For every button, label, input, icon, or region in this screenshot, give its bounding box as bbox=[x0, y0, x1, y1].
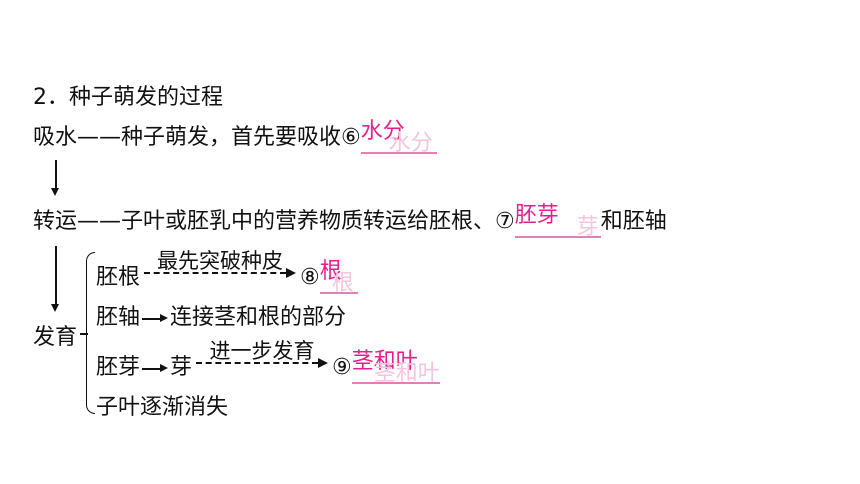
transport-tail: 和胚轴 bbox=[600, 209, 667, 234]
plumule-mid: 芽 bbox=[170, 355, 193, 380]
radicle-arrow-head bbox=[286, 268, 297, 278]
develop-brace-tip bbox=[80, 333, 88, 335]
plumule-num: ⑨ bbox=[332, 355, 352, 380]
absorb-row: 吸水——种子萌发，首先要吸收⑥水分水分 bbox=[33, 119, 437, 156]
hypocotyl-arrow bbox=[142, 311, 169, 325]
radicle-start: 胚根 bbox=[96, 265, 141, 290]
plumule-arrow-1 bbox=[142, 361, 169, 375]
transport-row: 转运——子叶或胚乳中的营养物质转运给胚根、⑦胚芽芽和胚轴 bbox=[33, 203, 667, 240]
absorb-label: 吸水——种子萌发，首先要吸收⑥ bbox=[33, 125, 361, 150]
transport-ghost-text: 芽 bbox=[576, 215, 599, 240]
flow-arrow-head-2 bbox=[51, 304, 59, 312]
develop-label: 发育 bbox=[33, 325, 78, 350]
cotyledon-text: 子叶逐渐消失 bbox=[96, 395, 229, 420]
radicle-num: ⑧ bbox=[300, 265, 320, 290]
section-heading: 2．种子萌发的过程 bbox=[33, 84, 223, 112]
transport-label: 转运——子叶或胚乳中的营养物质转运给胚根、⑦ bbox=[33, 209, 515, 234]
radicle-answer: 根 bbox=[319, 259, 342, 284]
hypocotyl-row: 胚轴 连接茎和根的部分 bbox=[96, 304, 346, 332]
plumule-arrow-dash bbox=[196, 362, 319, 364]
plumule-arrow-label: 进一步发育 bbox=[209, 339, 315, 363]
plumule-answer: 茎和叶 bbox=[351, 349, 418, 374]
cotyledon-row: 子叶逐渐消失 bbox=[96, 394, 228, 422]
radicle-arrow-dash bbox=[144, 272, 287, 274]
develop-label-row: 发育 bbox=[33, 324, 77, 352]
plumule-arrow-head bbox=[318, 358, 329, 368]
radicle-answer-blank: 根根 bbox=[319, 259, 358, 296]
flow-arrow-line-1 bbox=[55, 160, 57, 190]
radicle-arrow: 最先突破种皮 bbox=[144, 249, 297, 278]
absorb-answer: 水分 bbox=[360, 119, 405, 144]
hypocotyl-end: 连接茎和根的部分 bbox=[170, 305, 347, 330]
radicle-arrow-label: 最先突破种皮 bbox=[157, 249, 284, 273]
plumule-arrow-2: 进一步发育 bbox=[196, 339, 329, 368]
flow-arrow-line-2 bbox=[55, 246, 57, 306]
hypocotyl-start: 胚轴 bbox=[96, 305, 141, 330]
plumule-row: 胚芽 芽进一步发育 ⑨茎和叶茎和叶 bbox=[96, 340, 440, 386]
plumule-start: 胚芽 bbox=[96, 355, 141, 380]
absorb-answer-blank: 水分水分 bbox=[360, 119, 437, 156]
heading-text: 2．种子萌发的过程 bbox=[33, 85, 223, 110]
transport-answer-blank: 胚芽芽 bbox=[514, 203, 601, 240]
radicle-row: 胚根最先突破种皮 ⑧根根 bbox=[96, 250, 358, 296]
flow-arrow-head-1 bbox=[51, 188, 59, 196]
transport-answer: 胚芽 bbox=[514, 203, 559, 228]
plumule-answer-blank: 茎和叶茎和叶 bbox=[351, 349, 440, 386]
